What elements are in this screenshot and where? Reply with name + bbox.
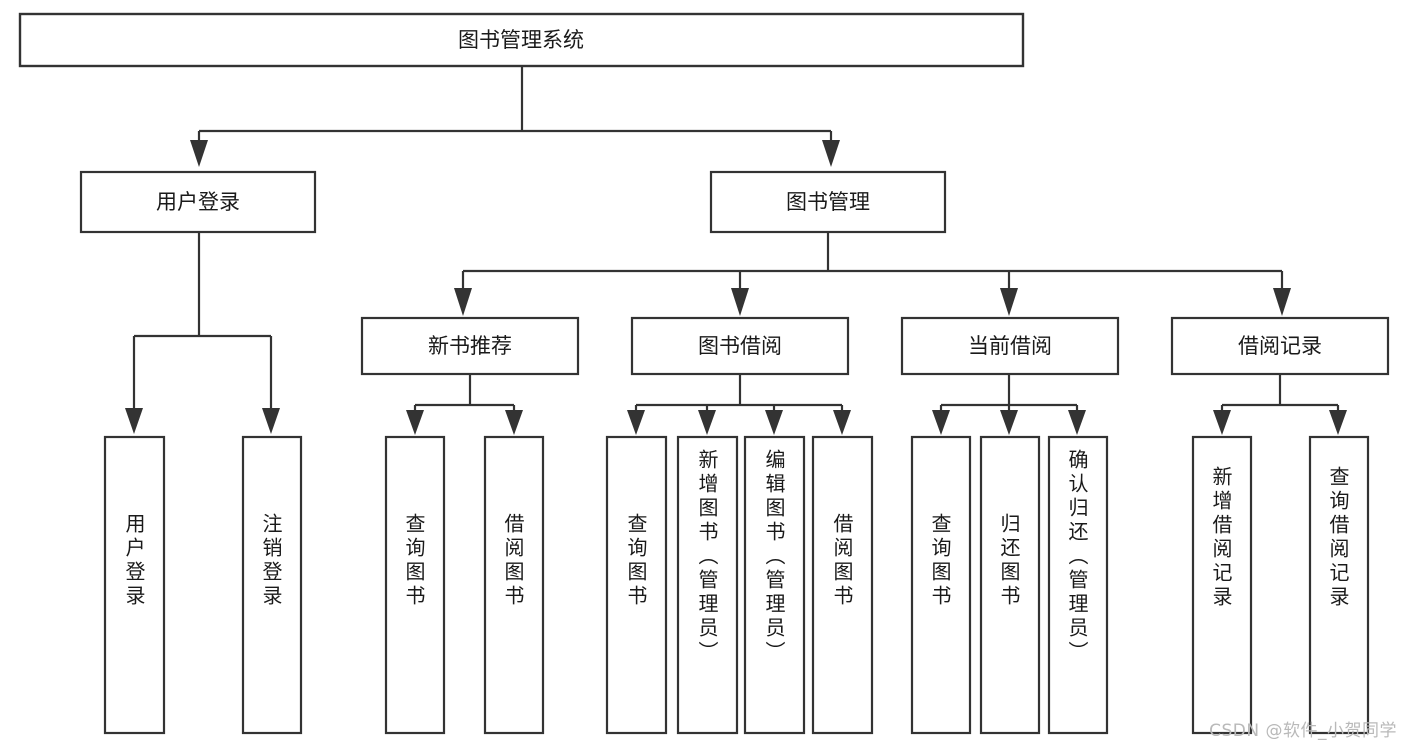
- arrow-newbook-to-leaf4: [505, 410, 523, 435]
- node-root-box[interactable]: [18, 12, 1025, 68]
- node-leaf-11[interactable]: 确认归还（管理员）: [1047, 435, 1109, 735]
- node-leaf-1-label: 用户登录: [122, 513, 146, 609]
- arrow-records-to-leaf13: [1329, 410, 1347, 435]
- node-leaf-2-label: 注销登录: [259, 513, 283, 609]
- node-leaf-6-label: 新增图书（管理员）: [695, 449, 719, 665]
- node-leaf-3-label: 查询图书: [402, 513, 426, 609]
- node-newbook-box[interactable]: [360, 316, 580, 376]
- connectors-layer: [125, 66, 1347, 435]
- arrow-borrow-to-leaf7: [765, 410, 783, 435]
- node-bookmgmt-label: 图书管理: [786, 190, 870, 214]
- node-leaf-5-box[interactable]: [605, 435, 668, 735]
- node-root-label: 图书管理系统: [458, 28, 584, 52]
- node-borrow[interactable]: 图书借阅: [630, 316, 850, 376]
- node-leaf-8[interactable]: 借阅图书: [811, 435, 874, 735]
- arrow-borrow-to-leaf8: [833, 410, 851, 435]
- node-leaf-6-box[interactable]: [676, 435, 739, 735]
- node-leaf-3-box[interactable]: [384, 435, 446, 735]
- node-root[interactable]: 图书管理系统: [18, 12, 1025, 68]
- arrow-bookmgmt-to-current: [1000, 288, 1018, 316]
- node-leaf-11-box[interactable]: [1047, 435, 1109, 735]
- node-leaf-13-box[interactable]: [1308, 435, 1370, 735]
- arrow-login-to-leaf2: [262, 408, 280, 434]
- node-bookmgmt[interactable]: 图书管理: [709, 170, 947, 234]
- arrow-current-to-leaf10: [1000, 410, 1018, 435]
- node-bookmgmt-box[interactable]: [709, 170, 947, 234]
- node-leaf-4[interactable]: 借阅图书: [483, 435, 545, 735]
- node-leaf-9[interactable]: 查询图书: [910, 435, 972, 735]
- node-leaf-10[interactable]: 归还图书: [979, 435, 1041, 735]
- node-newbook[interactable]: 新书推荐: [360, 316, 580, 376]
- node-leaf-4-box[interactable]: [483, 435, 545, 735]
- node-leaf-1[interactable]: 用户登录: [103, 435, 166, 735]
- arrow-records-to-leaf12: [1213, 410, 1231, 435]
- arrow-root-to-bookmgmt: [822, 140, 840, 167]
- leaf-nodes-layer: 用户登录 注销登录 查询图书 借阅图书 查询图书 新增图书（管理员）: [103, 435, 1370, 735]
- node-current-label: 当前借阅: [968, 334, 1052, 358]
- arrow-root-to-login: [190, 140, 208, 167]
- node-leaf-11-label: 确认归还（管理员）: [1065, 449, 1089, 665]
- node-login-box[interactable]: [79, 170, 317, 234]
- node-leaf-2[interactable]: 注销登录: [241, 435, 303, 735]
- node-leaf-12-box[interactable]: [1191, 435, 1253, 735]
- arrow-bookmgmt-to-borrow: [731, 288, 749, 316]
- node-leaf-10-label: 归还图书: [997, 513, 1021, 609]
- arrow-newbook-to-leaf3: [406, 410, 424, 435]
- node-leaf-10-box[interactable]: [979, 435, 1041, 735]
- node-leaf-5[interactable]: 查询图书: [605, 435, 668, 735]
- node-leaf-8-box[interactable]: [811, 435, 874, 735]
- node-leaf-6[interactable]: 新增图书（管理员）: [676, 435, 739, 735]
- arrow-bookmgmt-to-newbook: [454, 288, 472, 316]
- node-leaf-7-box[interactable]: [743, 435, 806, 735]
- csdn-watermark: CSDN @软件_小贺同学: [1209, 721, 1397, 741]
- node-login-label: 用户登录: [156, 190, 240, 214]
- arrow-current-to-leaf9: [932, 410, 950, 435]
- node-leaf-13-label: 查询借阅记录: [1326, 466, 1350, 610]
- arrow-login-to-leaf1: [125, 408, 143, 434]
- node-borrow-box[interactable]: [630, 316, 850, 376]
- arrow-borrow-to-leaf5: [627, 410, 645, 435]
- node-leaf-13[interactable]: 查询借阅记录: [1308, 435, 1370, 735]
- node-leaf-9-box[interactable]: [910, 435, 972, 735]
- node-current[interactable]: 当前借阅: [900, 316, 1120, 376]
- node-leaf-8-label: 借阅图书: [830, 513, 854, 609]
- arrow-bookmgmt-to-records: [1273, 288, 1291, 316]
- node-leaf-3[interactable]: 查询图书: [384, 435, 446, 735]
- node-leaf-12[interactable]: 新增借阅记录: [1191, 435, 1253, 735]
- node-records-box[interactable]: [1170, 316, 1390, 376]
- node-leaf-2-box[interactable]: [241, 435, 303, 735]
- node-newbook-label: 新书推荐: [428, 334, 512, 358]
- node-leaf-1-box[interactable]: [103, 435, 166, 735]
- node-current-box[interactable]: [900, 316, 1120, 376]
- node-leaf-5-label: 查询图书: [624, 513, 648, 609]
- node-leaf-12-label: 新增借阅记录: [1209, 466, 1233, 610]
- node-records-label: 借阅记录: [1238, 334, 1322, 358]
- node-leaf-7-label: 编辑图书（管理员）: [762, 449, 786, 665]
- node-borrow-label: 图书借阅: [698, 334, 782, 358]
- node-leaf-9-label: 查询图书: [928, 513, 952, 609]
- arrow-borrow-to-leaf6: [698, 410, 716, 435]
- node-records[interactable]: 借阅记录: [1170, 316, 1390, 376]
- node-login[interactable]: 用户登录: [79, 170, 317, 234]
- arrow-current-to-leaf11: [1068, 410, 1086, 435]
- node-leaf-7[interactable]: 编辑图书（管理员）: [743, 435, 806, 735]
- node-leaf-4-label: 借阅图书: [501, 513, 525, 609]
